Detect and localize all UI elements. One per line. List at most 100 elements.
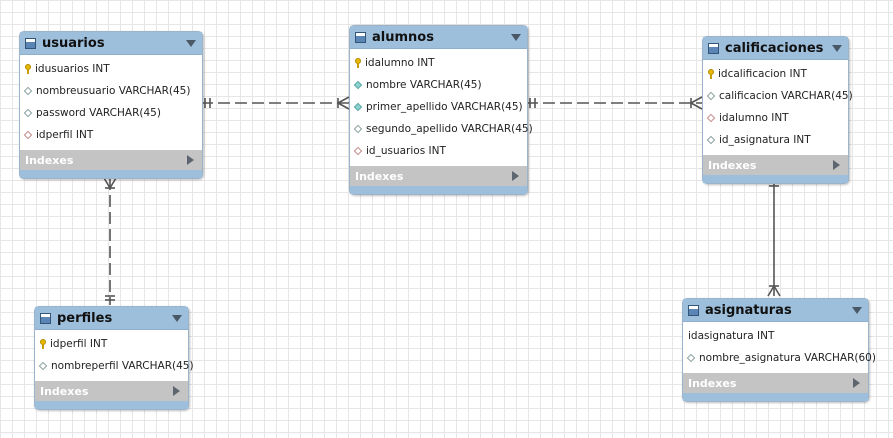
nullable-column-icon — [38, 361, 48, 371]
foreign-key-icon — [353, 146, 363, 156]
column-list: idperfil INT nombreperfil VARCHAR(45) — [35, 330, 194, 381]
column-row[interactable]: idalumno INT — [703, 107, 848, 129]
table-calificaciones[interactable]: calificaciones idcalificacion INT calific… — [702, 36, 853, 184]
table-footer — [683, 393, 868, 401]
indexes-label: Indexes — [688, 376, 737, 390]
column-row[interactable]: id_asignatura INT — [703, 129, 848, 151]
table-header[interactable]: usuarios — [20, 32, 202, 55]
table-header[interactable]: calificaciones — [703, 37, 848, 60]
not-null-column-icon — [353, 102, 363, 112]
relationship-perfiles-usuarios[interactable] — [103, 177, 117, 305]
table-footer — [350, 186, 527, 194]
nullable-column-icon — [686, 353, 696, 363]
indexes-label: Indexes — [40, 384, 89, 398]
column-label: calificacion VARCHAR(45) — [719, 90, 853, 102]
column-row[interactable]: idperfil INT — [35, 333, 188, 355]
relationship-usuarios-alumnos[interactable] — [201, 96, 350, 110]
table-title: usuarios — [42, 35, 105, 51]
column-row[interactable]: nombre_asignatura VARCHAR(60) — [683, 347, 876, 369]
column-row[interactable]: nombre VARCHAR(45) — [350, 74, 527, 96]
indexes-label: Indexes — [708, 158, 757, 172]
column-label: idasignatura INT — [688, 330, 775, 342]
column-row[interactable]: idusuarios INT — [20, 58, 202, 80]
collapse-arrow-icon[interactable] — [832, 45, 842, 52]
table-asignaturas[interactable]: asignaturas idasignatura INT nombre_asign… — [682, 298, 876, 402]
indexes-label: Indexes — [25, 153, 74, 167]
nullable-column-icon — [23, 86, 33, 96]
column-label: id_asignatura INT — [719, 134, 811, 146]
column-label: idperfil INT — [50, 338, 108, 350]
column-row[interactable]: calificacion VARCHAR(45) — [703, 85, 853, 107]
expand-arrow-icon[interactable] — [833, 160, 840, 170]
column-list: idasignatura INT nombre_asignatura VARCHA… — [683, 322, 876, 373]
table-usuarios[interactable]: usuarios idusuarios INT nombreusuario VAR… — [19, 31, 203, 179]
not-null-column-icon — [353, 80, 363, 90]
table-title: alumnos — [372, 29, 434, 45]
expand-arrow-icon[interactable] — [512, 171, 519, 181]
indexes-section[interactable]: Indexes — [20, 150, 202, 170]
column-label: segundo_apellido VARCHAR(45) — [366, 123, 533, 135]
column-list: idusuarios INT nombreusuario VARCHAR(45) p… — [20, 55, 202, 150]
indexes-section[interactable]: Indexes — [703, 155, 848, 175]
table-icon — [25, 37, 36, 49]
primary-key-icon — [355, 58, 361, 68]
table-title: asignaturas — [705, 302, 792, 318]
column-row[interactable]: nombreperfil VARCHAR(45) — [35, 355, 194, 377]
primary-key-icon — [25, 64, 31, 74]
column-label: idalumno INT — [365, 57, 435, 69]
relationship-alumnos-calificaciones[interactable] — [526, 96, 703, 110]
column-row[interactable]: primer_apellido VARCHAR(45) — [350, 96, 527, 118]
column-label: idperfil INT — [36, 129, 94, 141]
table-alumnos[interactable]: alumnos idalumno INT nombre VARCHAR(45) pr… — [349, 25, 533, 195]
collapse-arrow-icon[interactable] — [511, 34, 521, 41]
indexes-section[interactable]: Indexes — [350, 166, 527, 186]
nullable-column-icon — [353, 124, 363, 134]
table-title: perfiles — [57, 310, 113, 326]
column-list: idcalificacion INT calificacion VARCHAR(4… — [703, 60, 853, 155]
column-label: nombre_asignatura VARCHAR(60) — [699, 352, 876, 364]
column-row[interactable]: idalumno INT — [350, 52, 527, 74]
nullable-column-icon — [706, 135, 716, 145]
column-row[interactable]: nombreusuario VARCHAR(45) — [20, 80, 202, 102]
column-label: nombreusuario VARCHAR(45) — [36, 85, 191, 97]
table-header[interactable]: asignaturas — [683, 299, 868, 322]
column-label: nombre VARCHAR(45) — [366, 79, 482, 91]
column-label: idusuarios INT — [35, 63, 110, 75]
table-header[interactable]: perfiles — [35, 307, 188, 330]
column-row[interactable]: id_usuarios INT — [350, 140, 527, 162]
indexes-section[interactable]: Indexes — [683, 373, 868, 393]
foreign-key-icon — [706, 113, 716, 123]
indexes-label: Indexes — [355, 169, 404, 183]
table-footer — [703, 175, 848, 183]
table-perfiles[interactable]: perfiles idperfil INT nombreperfil VARCHA… — [34, 306, 194, 410]
table-icon — [355, 31, 366, 43]
expand-arrow-icon[interactable] — [173, 386, 180, 396]
column-label: password VARCHAR(45) — [36, 107, 161, 119]
table-icon — [40, 312, 51, 324]
table-header[interactable]: alumnos — [350, 26, 527, 49]
column-label: nombreperfil VARCHAR(45) — [51, 360, 194, 372]
column-list: idalumno INT nombre VARCHAR(45) primer_ape… — [350, 49, 533, 166]
primary-key-icon — [708, 69, 714, 79]
collapse-arrow-icon[interactable] — [186, 40, 196, 47]
indexes-section[interactable]: Indexes — [35, 381, 188, 401]
expand-arrow-icon[interactable] — [853, 378, 860, 388]
table-icon — [708, 42, 719, 54]
column-label: idalumno INT — [719, 112, 789, 124]
relationship-calificaciones-asignaturas[interactable] — [767, 176, 781, 297]
foreign-key-icon — [23, 130, 33, 140]
primary-key-icon — [40, 339, 46, 349]
column-row[interactable]: password VARCHAR(45) — [20, 102, 202, 124]
collapse-arrow-icon[interactable] — [172, 315, 182, 322]
column-label: id_usuarios INT — [366, 145, 446, 157]
table-footer — [35, 401, 188, 409]
column-row[interactable]: idcalificacion INT — [703, 63, 848, 85]
expand-arrow-icon[interactable] — [187, 155, 194, 165]
collapse-arrow-icon[interactable] — [852, 307, 862, 314]
nullable-column-icon — [706, 91, 716, 101]
column-row[interactable]: idasignatura INT — [683, 325, 868, 347]
column-row[interactable]: idperfil INT — [20, 124, 202, 146]
column-row[interactable]: segundo_apellido VARCHAR(45) — [350, 118, 533, 140]
